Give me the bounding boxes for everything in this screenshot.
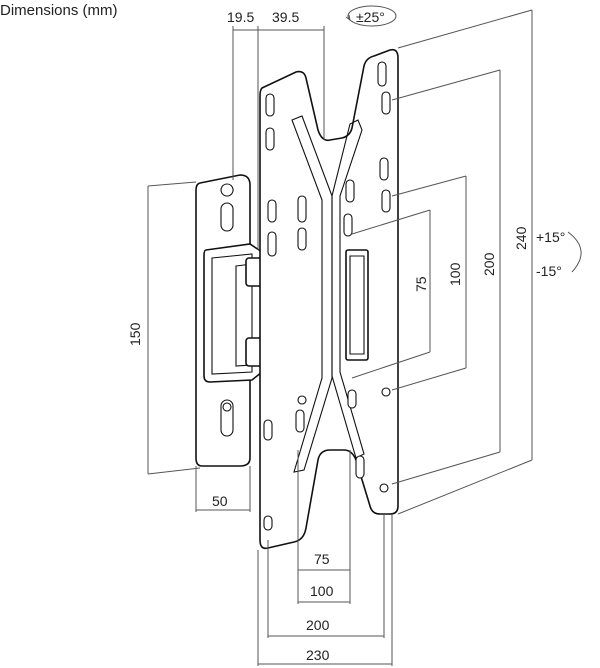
label-vesa-v-100: 100: [447, 262, 463, 286]
label-vesa-h-75: 75: [314, 551, 330, 567]
label-top-offset: 19.5: [227, 9, 254, 25]
label-vesa-v-240: 240: [513, 226, 529, 250]
label-tilt-down: -15°: [536, 263, 562, 279]
label-tilt-up: +15°: [536, 229, 565, 245]
diagram-title: Dimensions (mm): [0, 2, 118, 19]
keyhole-top: [220, 183, 234, 197]
label-wall-plate-width: 50: [212, 493, 228, 509]
label-swivel: ±25°: [356, 9, 385, 25]
dimension-lines: [147, 5, 582, 666]
label-vesa-v-200: 200: [481, 252, 497, 276]
vesa-plate: [259, 48, 399, 550]
label-vesa-h-230: 230: [306, 647, 330, 663]
label-vesa-h-100: 100: [310, 583, 334, 599]
label-wall-plate-height: 150: [127, 322, 143, 346]
label-top-width: 39.5: [272, 9, 299, 25]
label-vesa-h-200: 200: [306, 617, 330, 633]
label-vesa-v-75: 75: [413, 276, 429, 292]
